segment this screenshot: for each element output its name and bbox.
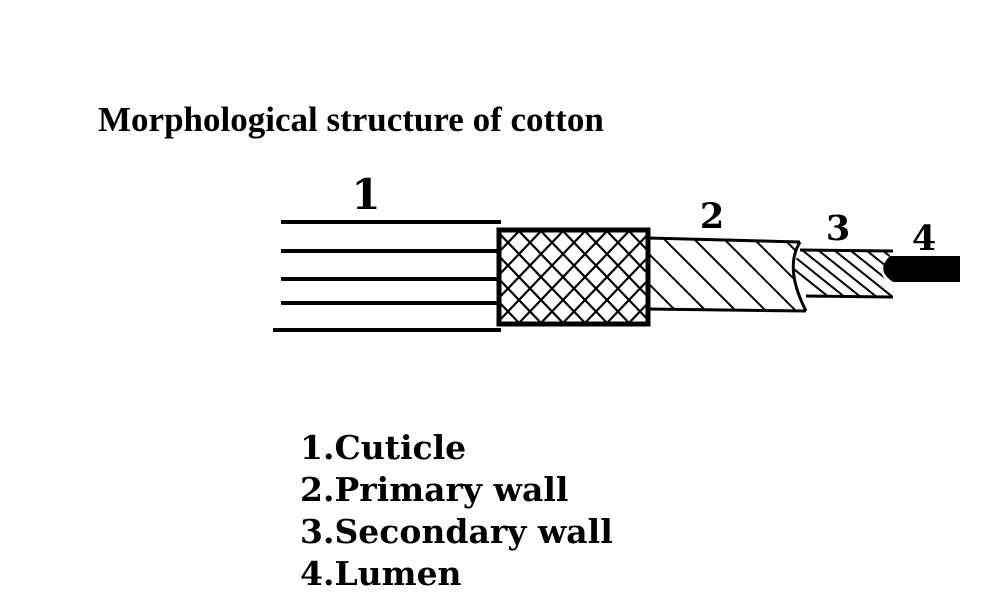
legend-list: 1.Cuticle 2.Primary wall 3.Secondary wal… <box>300 427 613 595</box>
diagram-title: Morphological structure of cotton <box>98 100 604 139</box>
label-2: 2 <box>700 196 724 237</box>
legend-item-lumen: 4.Lumen <box>300 553 613 595</box>
legend-text: Lumen <box>334 554 462 593</box>
legend-number: 3. <box>300 512 335 551</box>
legend-item-secondary-wall: 3.Secondary wall <box>300 511 613 553</box>
legend-item-primary-wall: 2.Primary wall <box>300 469 613 511</box>
legend-number: 4. <box>300 554 335 593</box>
legend-text: Primary wall <box>334 470 569 509</box>
label-4: 4 <box>912 218 936 259</box>
label-1: 1 <box>351 170 380 219</box>
primary-wall-layer <box>647 236 808 313</box>
legend-text: Secondary wall <box>334 512 613 551</box>
legend-number: 1. <box>300 428 335 467</box>
lumen-layer <box>883 256 960 282</box>
crosshatch-layer <box>496 227 651 327</box>
legend-item-cuticle: 1.Cuticle <box>300 427 613 469</box>
legend-text: Cuticle <box>334 428 467 467</box>
legend-number: 2. <box>300 470 335 509</box>
cuticle-layer <box>273 220 501 332</box>
label-3: 3 <box>826 208 850 249</box>
